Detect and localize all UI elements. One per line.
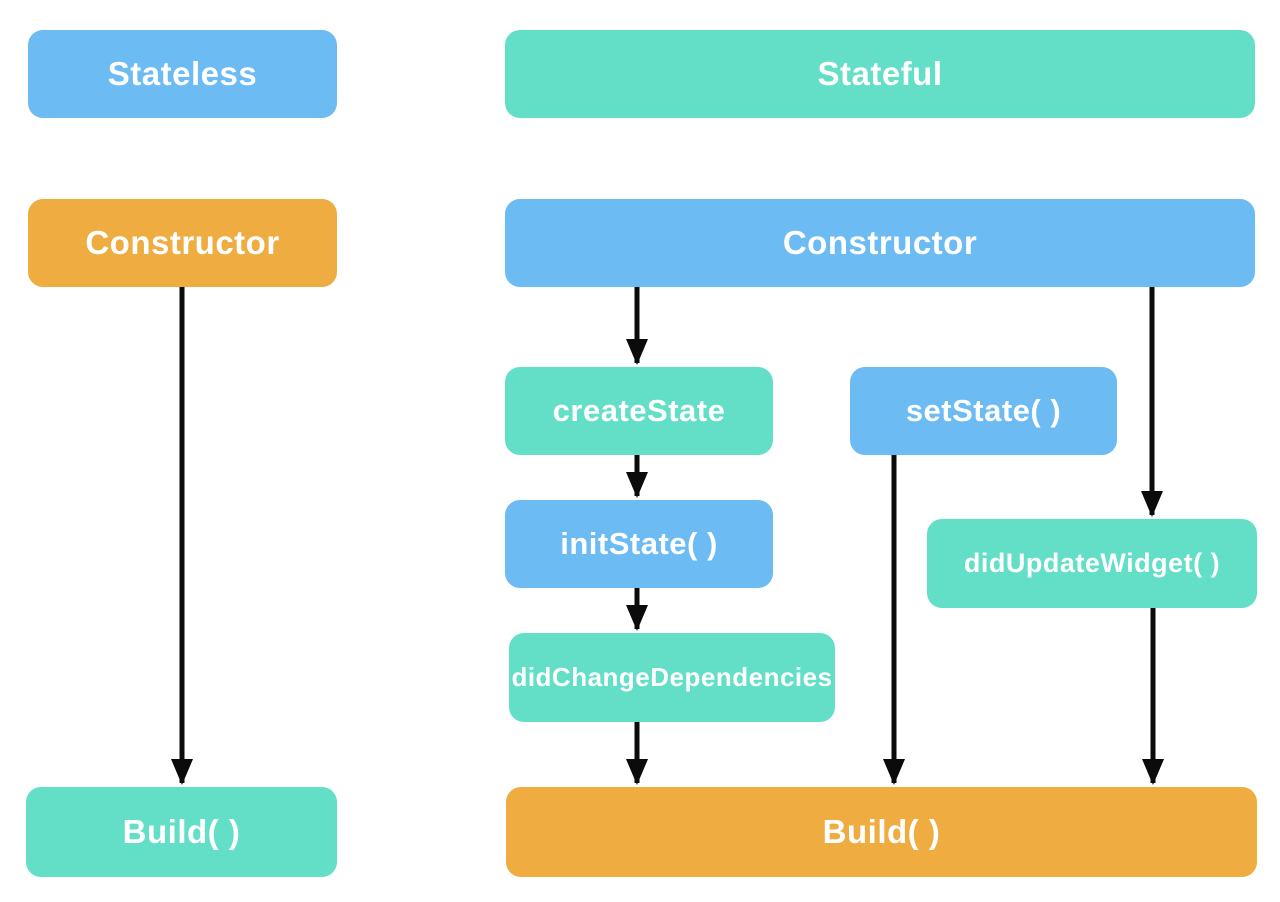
node-stateful: Stateful [505,30,1255,118]
node-build-left: Build( ) [26,787,337,877]
node-create-state: createState [505,367,773,455]
node-did-change-dependencies: didChangeDependencies [509,633,835,722]
node-constructor-left: Constructor [28,199,337,287]
node-did-update-widget: didUpdateWidget( ) [927,519,1257,608]
node-init-state: initState( ) [505,500,773,588]
node-stateless: Stateless [28,30,337,118]
node-constructor-right: Constructor [505,199,1255,287]
node-build-right: Build( ) [506,787,1257,877]
node-set-state: setState( ) [850,367,1117,455]
